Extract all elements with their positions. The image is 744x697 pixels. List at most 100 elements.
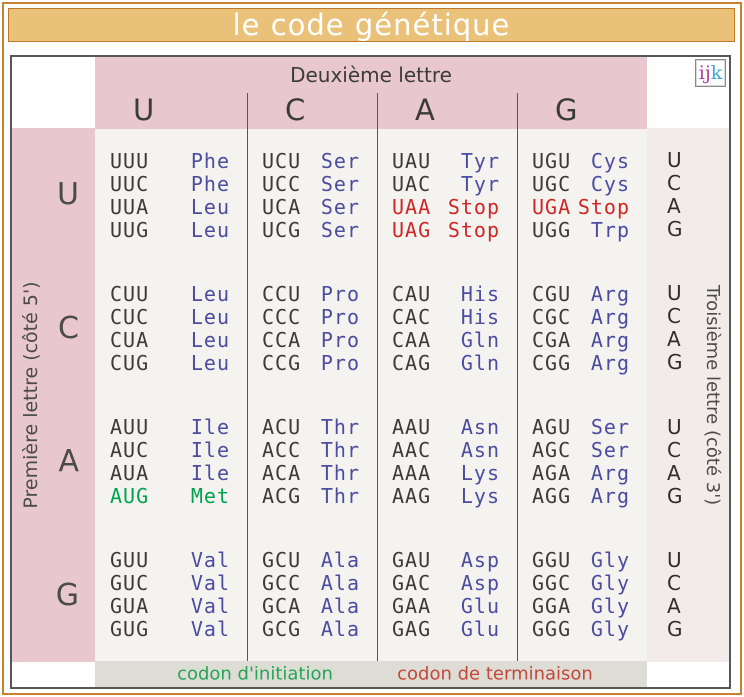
codon-entry-AAA: AAA Lys: [377, 460, 517, 485]
codon-text: CUG: [110, 350, 150, 375]
amino-acid-text: Asn: [460, 414, 500, 439]
third-letter-A: A: [667, 327, 681, 352]
third-letter-C: C: [667, 571, 681, 596]
codon-entry-UCC: UCC Ser: [247, 171, 377, 196]
amino-acid-text: His: [460, 281, 500, 306]
amino-acid-text: Glu: [460, 616, 500, 641]
amino-acid-text: Cys: [590, 171, 630, 196]
codon-text: UGC: [532, 171, 572, 196]
third-letter-U: U: [667, 281, 682, 306]
codon-text: CUU: [110, 281, 150, 306]
codon-text: UUA: [110, 194, 150, 219]
third-letter-C: C: [667, 304, 681, 329]
codon-text: AAG: [392, 483, 432, 508]
amino-acid-text: Arg: [590, 304, 630, 329]
amino-acid-text: Ser: [320, 171, 360, 196]
amino-acid-text: Thr: [320, 437, 360, 462]
codon-text: GGC: [532, 570, 572, 595]
third-letter-U: U: [667, 147, 682, 172]
amino-acid-text: Arg: [590, 281, 630, 306]
codon-text: AGC: [532, 437, 572, 462]
codon-text: CCU: [262, 281, 302, 306]
amino-acid-text: Lys: [460, 460, 500, 485]
third-letter-U: U: [667, 548, 682, 573]
third-letter-U: U: [667, 414, 682, 439]
amino-acid-text: Ser: [590, 414, 630, 439]
amino-acid-text: Arg: [590, 327, 630, 352]
amino-acid-text: Ser: [590, 437, 630, 462]
amino-acid-text: Leu: [190, 350, 230, 375]
codon-text: GCG: [262, 616, 302, 641]
amino-acid-text: Tyr: [460, 171, 500, 196]
codon-text: CUA: [110, 327, 150, 352]
amino-acid-text: Ile: [190, 460, 230, 485]
codon-text: AAA: [392, 460, 432, 485]
third-letter-axis-label: Troisième lettre (côté 3'): [702, 284, 723, 506]
amino-acid-text: Gly: [590, 616, 630, 641]
codon-text: AUC: [110, 437, 150, 462]
column-divider: [377, 93, 378, 661]
codon-entry-AGC: AGC Ser: [517, 437, 647, 462]
codon-text: CAG: [392, 350, 432, 375]
codon-text: UUG: [110, 217, 150, 242]
codon-text: GCC: [262, 570, 302, 595]
first-letter-U: U: [57, 177, 79, 213]
amino-acid-text: Pro: [320, 304, 360, 329]
codon-text: ACA: [262, 460, 302, 485]
codon-text: UCC: [262, 171, 302, 196]
third-letter-C: C: [667, 437, 681, 462]
codon-entry-ACC: ACC Thr: [247, 437, 377, 462]
codon-text: AAC: [392, 437, 432, 462]
amino-acid-text: Ile: [190, 414, 230, 439]
amino-acid-text: Pro: [320, 281, 360, 306]
amino-acid-text: His: [460, 304, 500, 329]
codon-text: AGG: [532, 483, 572, 508]
third-letter-A: A: [667, 594, 681, 619]
codon-text: AUA: [110, 460, 150, 485]
codon-text: ACC: [262, 437, 302, 462]
amino-acid-text: Gln: [460, 327, 500, 352]
codon-text: UAG: [392, 217, 432, 242]
codon-text: GGA: [532, 593, 572, 618]
